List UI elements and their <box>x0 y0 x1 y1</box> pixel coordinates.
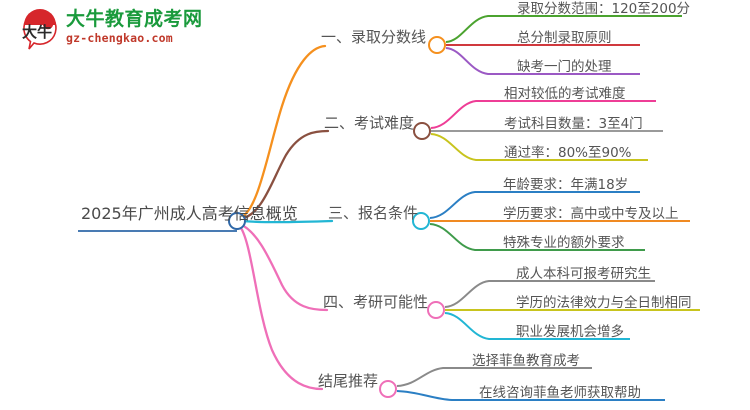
link-b1-leaf-3 <box>445 47 498 75</box>
leaf-label-3-1[interactable]: 年龄要求：年满18岁 <box>503 177 629 193</box>
branch-label-1[interactable]: 一、录取分数线 <box>321 28 427 46</box>
link-b2-leaf-1 <box>430 100 488 129</box>
branch-label-2[interactable]: 二、考试难度 <box>324 114 415 132</box>
link-b1-leaf-1 <box>445 15 498 43</box>
leaf-label-5-1[interactable]: 选择菲鱼教育成考 <box>472 353 580 369</box>
logo-name-cn: 大牛教育成考网 <box>66 8 203 30</box>
leaf-label-1-3[interactable]: 缺考一门的处理 <box>517 59 612 75</box>
link-b3-leaf-3 <box>429 223 487 251</box>
leaf-label-1-2[interactable]: 总分制录取原则 <box>517 30 612 46</box>
node-branch-5[interactable] <box>379 380 397 398</box>
link-root-branch-1 <box>237 44 327 220</box>
leaf-label-2-2[interactable]: 考试科目数量：3至4门 <box>504 116 643 132</box>
leaf-label-2-1[interactable]: 相对较低的考试难度 <box>504 86 626 102</box>
link-b4-leaf-1 <box>444 280 500 308</box>
leaf-label-3-3[interactable]: 特殊专业的额外要求 <box>503 235 625 251</box>
node-branch-2[interactable] <box>413 122 431 140</box>
logo-mark-text: 大牛 <box>22 23 52 41</box>
daniu-logo-icon: 大牛 <box>22 9 57 50</box>
branch-label-5[interactable]: 结尾推荐 <box>318 372 379 390</box>
leaf-label-4-2[interactable]: 学历的法律效力与全日制相同 <box>516 295 692 311</box>
site-logo[interactable]: 大牛 大牛教育成考网 gz-chengkao.com <box>18 5 203 53</box>
link-b4-leaf-3 <box>444 312 500 340</box>
link-root-branch-5 <box>237 223 324 391</box>
link-b5-leaf-2 <box>396 390 462 401</box>
leaf-label-3-2[interactable]: 学历要求：高中或中专及以上 <box>503 206 679 222</box>
link-b3-leaf-1 <box>429 191 487 219</box>
logo-name-en: gz-chengkao.com <box>66 31 173 45</box>
leaf-label-2-3[interactable]: 通过率：80%至90% <box>504 145 632 161</box>
leaf-label-1-1[interactable]: 录取分数范围：120至200分 <box>517 1 691 17</box>
leaf-label-4-1[interactable]: 成人本科可报考研究生 <box>516 266 651 282</box>
leaf-label-4-3[interactable]: 职业发展机会增多 <box>516 324 624 340</box>
leaf-label-5-2[interactable]: 在线咨询菲鱼老师获取帮助 <box>479 385 641 401</box>
node-branch-4[interactable] <box>427 301 445 319</box>
node-branch-1[interactable] <box>428 36 446 54</box>
link-b2-leaf-3 <box>430 133 488 161</box>
root-label[interactable]: 2025年广州成人高考信息概览 <box>81 204 298 223</box>
branch-label-4[interactable]: 四、考研可能性 <box>323 293 429 311</box>
link-b5-leaf-1 <box>396 367 455 387</box>
link-root-branch-4 <box>238 222 329 312</box>
branch-label-3[interactable]: 三、报名条件 <box>328 204 419 222</box>
